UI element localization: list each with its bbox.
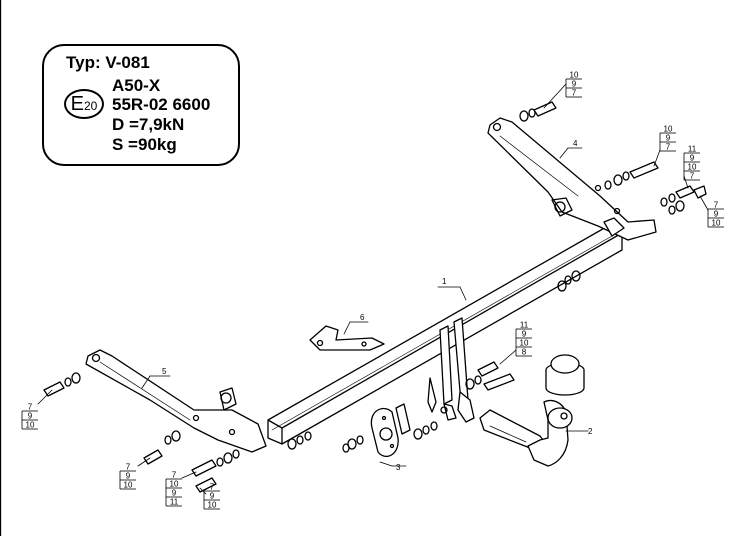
leader-lines [37,83,709,495]
socket-plate-part-3 [370,403,411,457]
callout-number: 10 [26,421,35,430]
callout-number: 10 [170,480,179,489]
callout-number: 10 [688,163,697,172]
tow-ball-part-2 [479,399,573,467]
callout-number: 9 [210,492,215,501]
bolt-set-right-c [557,270,581,292]
side-bracket-part-4 [487,117,657,241]
part-label-4: 4 [573,139,578,148]
callout-number: 9 [28,412,33,421]
callout-number: 9 [126,472,131,481]
small-bracket-part-6 [309,325,385,351]
approval-number: 55R-02 6600 [112,95,211,114]
callout-number: 9 [666,134,671,143]
e-mark-letter: E [70,93,84,115]
callout-number: 9 [714,210,719,219]
approval-class: A50-X [112,76,161,95]
callout-number: 11 [170,498,179,507]
callout-number: 7 [28,403,33,412]
s-value: S =90kg [112,135,177,154]
callout-number: 7 [666,143,671,152]
part-label-1: 1 [442,277,447,286]
callout-number: 9 [690,154,695,163]
side-bracket-part-5 [85,349,267,453]
callout-number: 10 [664,125,673,134]
part-label-3: 3 [396,463,401,472]
cross-beam-part-1 [267,225,623,445]
bolt-set-socket [342,421,438,453]
callout-number: 10 [124,481,133,490]
bolt-set-center [465,361,515,391]
callout-number: 7 [172,471,177,480]
bolt-set-right-a [604,161,659,190]
callout-number: 9 [172,489,177,498]
part-label-6: 6 [360,313,365,322]
callout-number: 9 [572,80,577,89]
callout-number: 11 [688,145,697,154]
callout-number: 7 [572,89,577,98]
callout-number: 11 [520,321,529,330]
part-label-2: 2 [588,427,593,436]
callout-number: 7 [210,483,215,492]
e-mark-badge: E20 [64,89,104,119]
part-labels: 1 2 3 4 5 6 [162,139,593,472]
part-label-5: 5 [162,367,167,376]
callout-number: 10 [520,339,529,348]
bolt-set-right-b [660,185,707,215]
callout-number: 7 [714,201,719,210]
callout-number: 10 [712,219,721,228]
callout-number: 10 [208,501,217,510]
callout-number: 9 [522,330,527,339]
callout-number: 7 [690,172,695,181]
type-label: Typ: V-081 [66,53,150,72]
e-mark-number: 20 [83,99,98,113]
d-value: D =7,9kN [112,115,185,134]
callout-number: 10 [570,71,579,80]
bolt-set-top-right [519,101,557,122]
bolt-set-bottom [143,430,312,493]
tow-ball-cap [545,354,585,396]
type-approval-plate: Typ: V-081 E20 A50-X 55R-02 6600 D =7,9k… [42,44,240,166]
callout-number: 8 [522,348,527,357]
callout-number: 7 [126,463,131,472]
